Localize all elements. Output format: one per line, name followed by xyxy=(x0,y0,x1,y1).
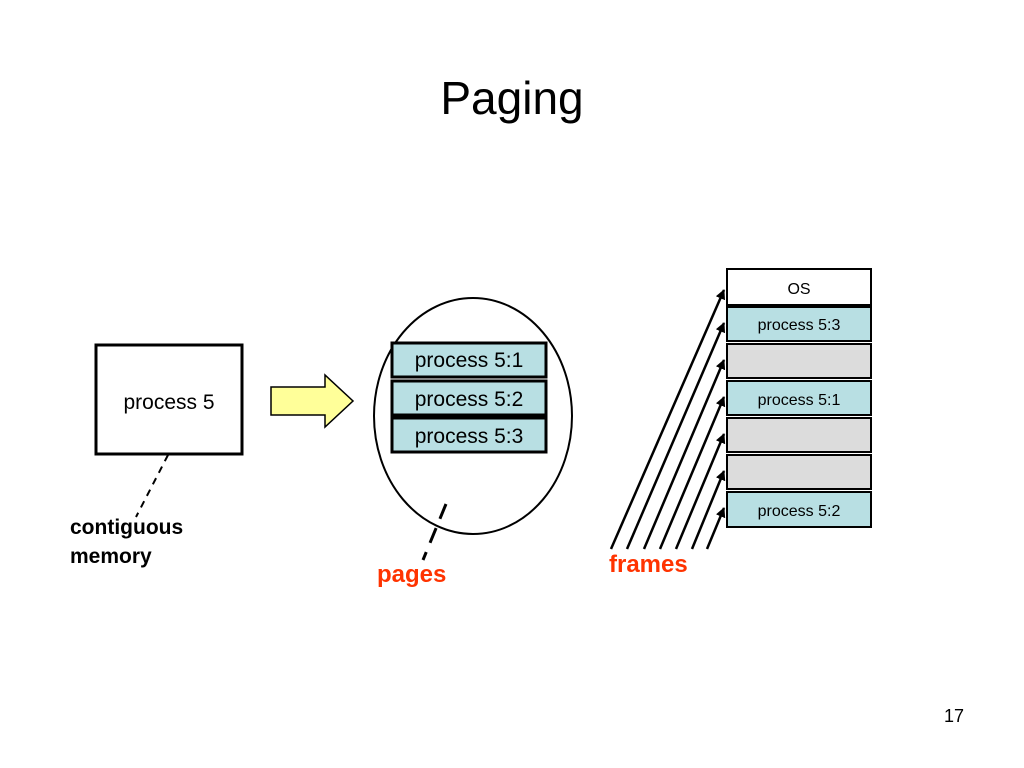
frame-slot xyxy=(726,306,872,342)
slide-title: Paging xyxy=(440,72,584,124)
frame-pointer-arrows xyxy=(609,289,726,550)
frame-pointer-arrow xyxy=(642,359,726,550)
frame-pointer-arrow xyxy=(705,507,726,550)
frames-caption: frames xyxy=(609,551,688,578)
frame-pointer-arrow xyxy=(658,396,726,550)
page-block-label: process 5:3 xyxy=(415,425,524,448)
page-block: process 5:2 xyxy=(390,379,548,417)
frame-slot xyxy=(726,491,872,528)
contiguous-pointer-line xyxy=(135,454,169,518)
page-number: 17 xyxy=(943,706,964,726)
page-block: process 5:1 xyxy=(390,341,548,379)
frame-slot-label: process 5:1 xyxy=(758,392,841,409)
transform-arrow xyxy=(270,373,355,429)
frame-slot xyxy=(726,454,872,490)
frame-slot xyxy=(726,343,872,379)
page-block-label: process 5:1 xyxy=(415,349,524,372)
frame-pointer-arrow xyxy=(625,322,726,550)
contiguous-caption-line2: memory xyxy=(70,545,152,568)
pages-pointer-line xyxy=(421,503,448,561)
pages-caption: pages xyxy=(377,561,446,588)
contiguous-caption-line1: contiguous xyxy=(70,516,183,539)
process-box-label: process 5 xyxy=(123,391,214,414)
frame-slot xyxy=(726,380,872,416)
frame-os-label: OS xyxy=(787,281,810,298)
page-block-label: process 5:2 xyxy=(415,388,524,411)
frame-slot-label: process 5:3 xyxy=(758,317,841,334)
frame-slot-label: process 5:2 xyxy=(758,503,841,520)
frame-pointer-arrow xyxy=(609,289,726,550)
frame-pointer-arrow xyxy=(690,470,726,550)
page-block: process 5:3 xyxy=(390,416,548,454)
frame-column: OS process 5:3 process 5:1 process 5:2 xyxy=(726,268,872,528)
frame-slot xyxy=(726,417,872,453)
frame-pointer-arrow xyxy=(674,433,726,550)
page-list: process 5:1 process 5:2 process 5:3 xyxy=(390,341,548,454)
process-box: process 5 xyxy=(94,343,244,456)
